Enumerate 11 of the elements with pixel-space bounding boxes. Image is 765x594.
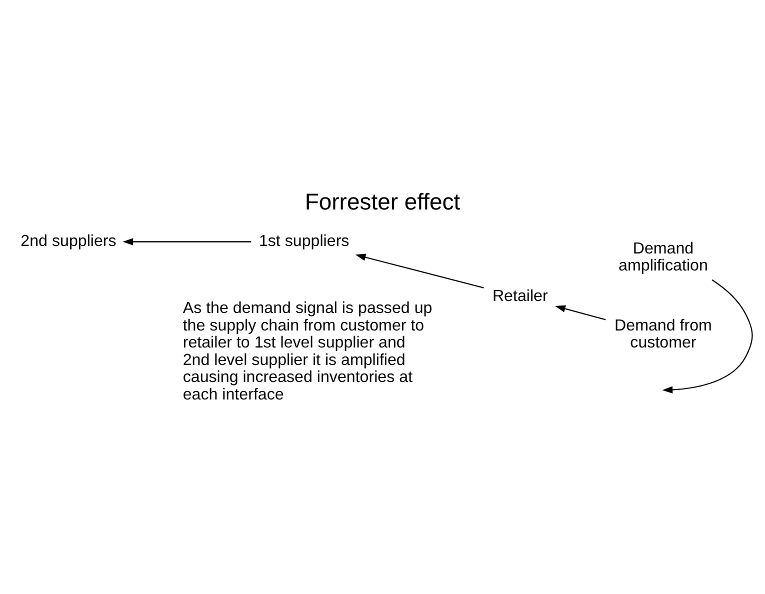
arrow [662,278,753,393]
label: As the demand signal is passed up the supply chain from customer to retailer to 1st level supplier and 2nd level supplier it is amplified causing increased inventories at each interface [182,298,432,403]
node-text: Demand amplification [618,238,708,274]
diagram-title: Forrester effect [304,188,460,214]
arrow [555,304,606,320]
arrow [355,253,484,288]
node-text: Demand from customer [614,316,712,352]
node-text: 2nd suppliers [20,232,116,250]
node-text: Retailer [492,286,548,305]
arrow [122,238,252,245]
node-text: 1st suppliers [258,232,350,250]
